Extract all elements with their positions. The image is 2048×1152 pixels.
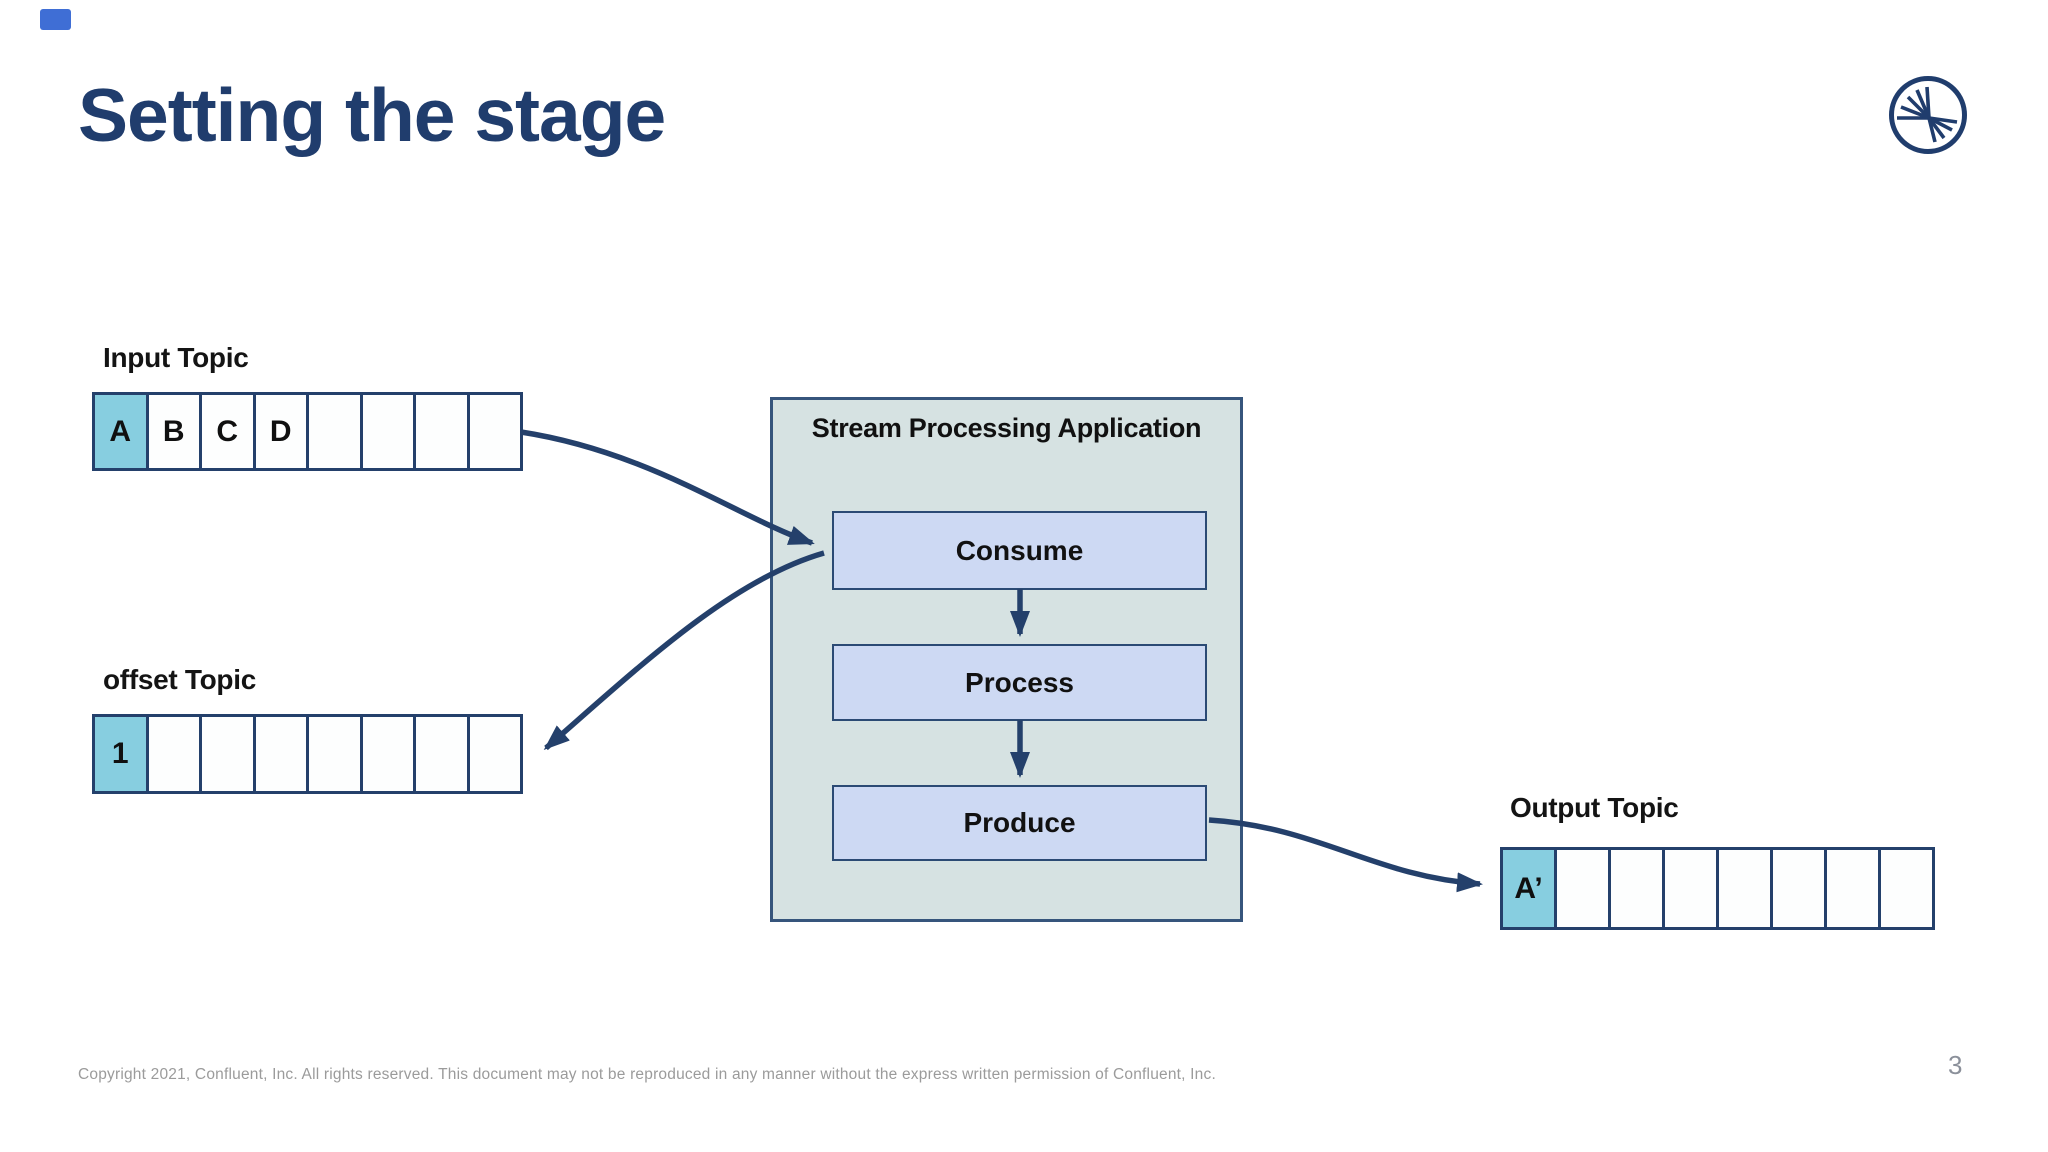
produce-step-box: Produce [832,785,1207,861]
topic-cell [1665,850,1719,927]
application-title: Stream Processing Application [811,413,1202,443]
topic-cell [1611,850,1665,927]
topic-cell [470,395,521,468]
arrow-produce-to-output [1208,817,1483,893]
page-title: Setting the stage [78,73,666,157]
topic-cell [149,717,202,791]
page-number: 3 [1948,1050,1963,1080]
top-left-blue-marker [40,9,71,30]
offset-topic-row: 1 [92,714,523,794]
input-topic-label: Input Topic [103,342,249,373]
topic-cell [309,395,363,468]
topic-cell [470,717,521,791]
topic-cell [309,717,363,791]
topic-cell: C [202,395,256,468]
topic-cell [1827,850,1881,927]
offset-topic-label: offset Topic [103,664,256,695]
topic-cell: B [149,395,202,468]
topic-cell [363,395,416,468]
consume-step-box: Consume [832,511,1207,590]
topic-cell [202,717,256,791]
topic-cell [1557,850,1611,927]
topic-cell [256,717,309,791]
stream-processing-application-box: Stream Processing Application Consume Pr… [770,397,1243,922]
confluent-logo-icon [1889,76,1967,154]
process-step-box: Process [832,644,1207,721]
topic-cell: A [95,395,149,468]
output-topic-row: A’ [1500,847,1935,930]
output-topic-label: Output Topic [1510,792,1679,823]
topic-cell: A’ [1503,850,1557,927]
topic-cell: D [256,395,309,468]
topic-cell: 1 [95,717,149,791]
input-topic-row: A B C D [92,392,523,471]
topic-cell [1719,850,1773,927]
arrow-input-to-consume [520,429,815,546]
topic-cell [416,717,470,791]
topic-cell [1773,850,1827,927]
topic-cell [363,717,416,791]
topic-cell [1881,850,1932,927]
topic-cell [416,395,470,468]
copyright-footer: Copyright 2021, Confluent, Inc. All righ… [78,1066,1216,1083]
